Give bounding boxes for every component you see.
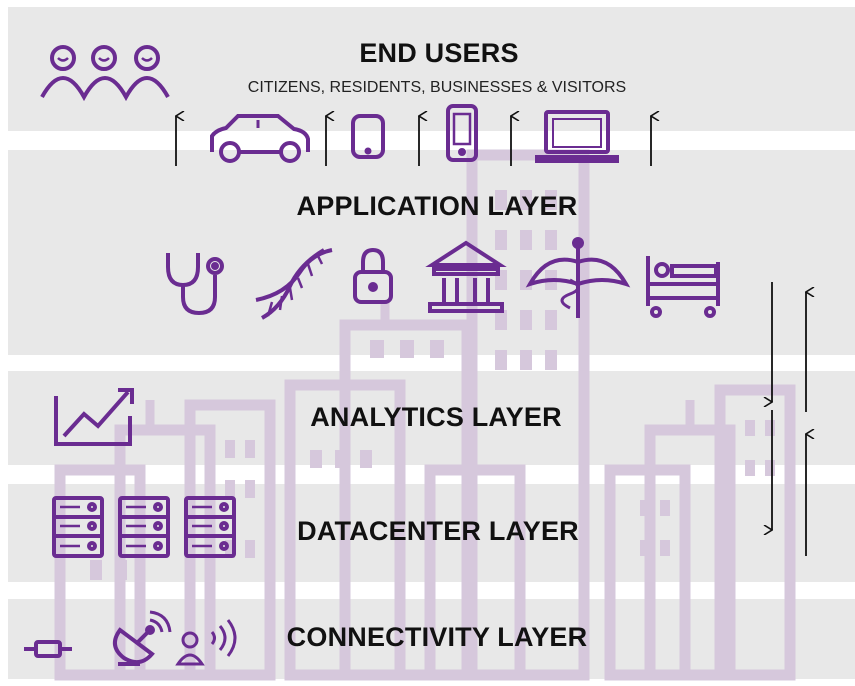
dna-icon [255, 248, 333, 320]
smartphone-icon [446, 104, 478, 162]
people-icon [40, 45, 170, 102]
bank-building-icon [425, 240, 507, 313]
upward-arrows [176, 116, 651, 166]
application-layer-title: APPLICATION LAYER [296, 191, 578, 221]
connectivity-layer-title: CONNECTIVITY LAYER [286, 622, 588, 652]
trend-chart-icon [54, 388, 134, 446]
end-users-subtitle: CITIZENS, RESIDENTS, BUSINESSES & VISITO… [247, 79, 627, 96]
satellite-dish-icon [112, 610, 172, 666]
server-rack-icon [184, 496, 236, 558]
caduceus-icon [525, 237, 631, 318]
laptop-icon [535, 110, 619, 163]
server-rack-icon [118, 496, 170, 558]
analytics-layer-title: ANALYTICS LAYER [310, 402, 562, 432]
car-icon [210, 114, 310, 163]
tablet-icon [351, 114, 385, 159]
server-rack-icon [52, 496, 104, 558]
fiber-link-icon [24, 640, 72, 658]
wireless-person-icon [175, 619, 237, 666]
hospital-bed-icon [646, 256, 720, 318]
end-users-title: END USERS [359, 38, 519, 68]
stethoscope-icon [166, 253, 224, 316]
datacenter-layer-title: DATACENTER LAYER [297, 516, 579, 546]
padlock-icon [353, 247, 393, 304]
